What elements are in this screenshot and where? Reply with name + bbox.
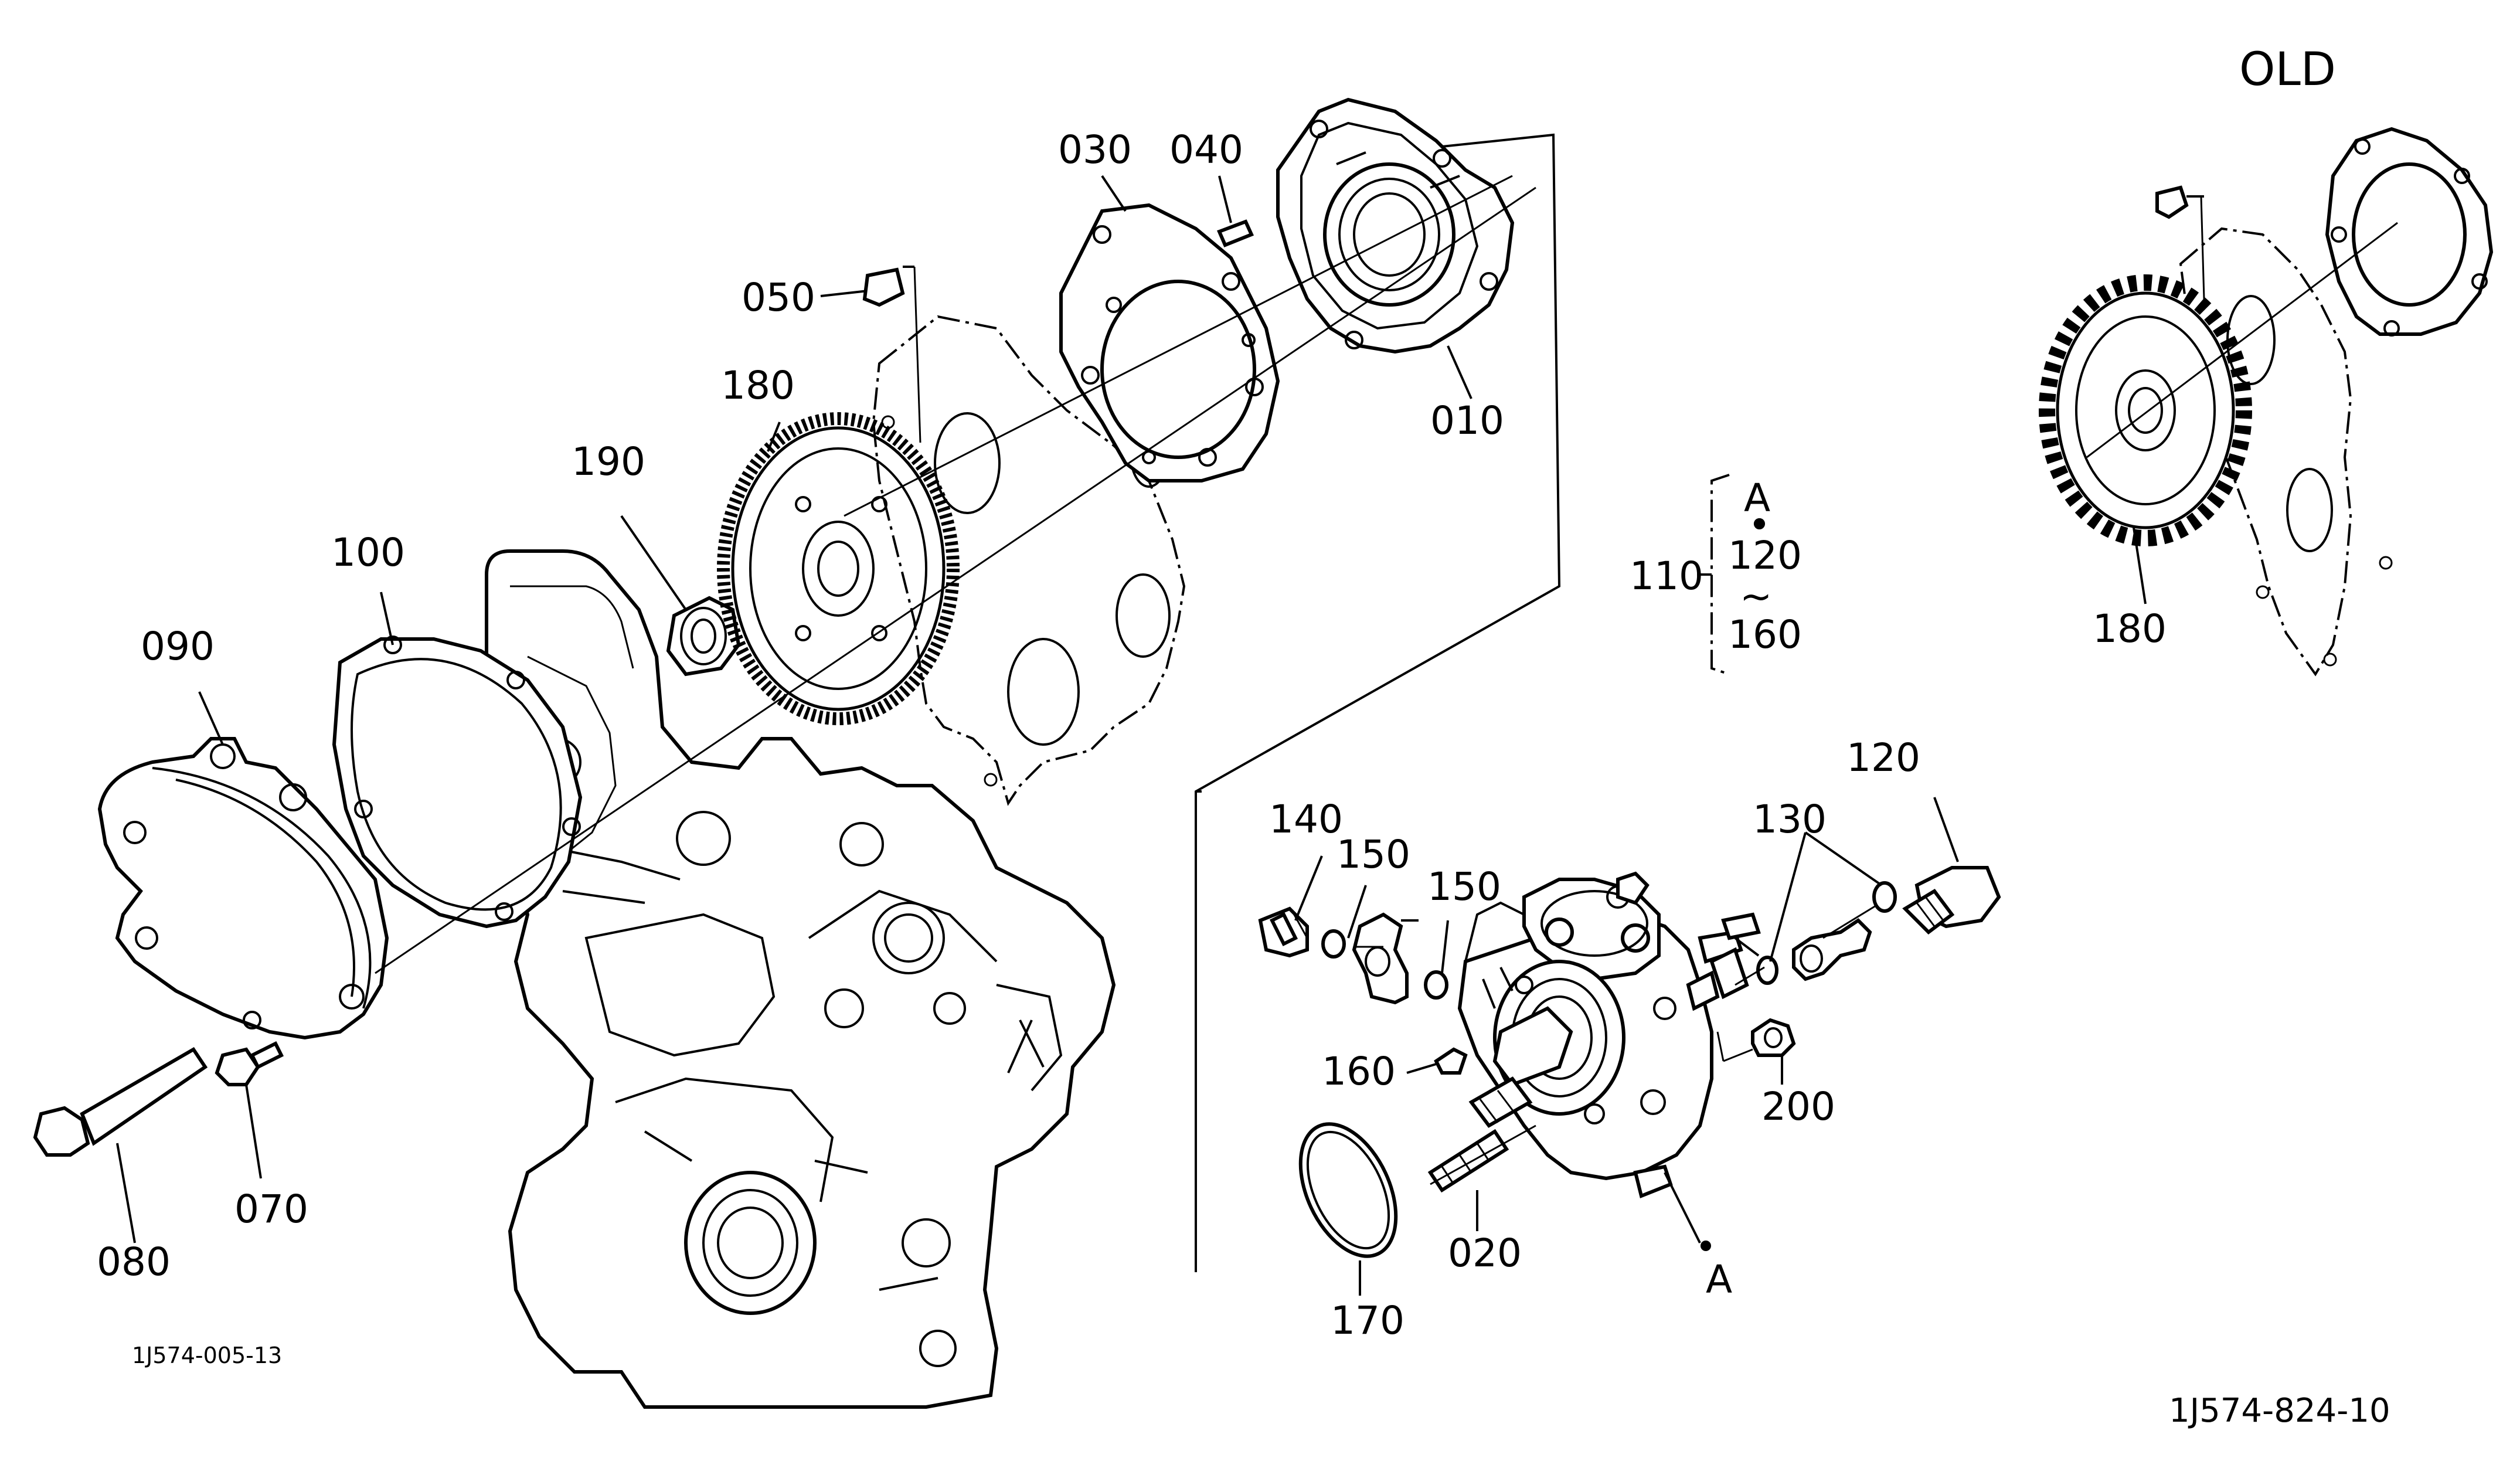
nut-200 <box>1716 1018 1796 1062</box>
nut-190 <box>666 596 741 677</box>
label-130: 130 <box>1753 797 1827 842</box>
fuel-pipe <box>1352 912 1419 1005</box>
plate-030 <box>1059 203 1280 482</box>
bracket-bottom: 160 <box>1728 612 1802 657</box>
bracket-dot: • <box>1748 502 1771 548</box>
label-020: 020 <box>1448 1231 1522 1276</box>
o-ring-170 <box>1298 1122 1398 1258</box>
label-170: 170 <box>1331 1298 1404 1343</box>
bracket-mid: 120 <box>1728 533 1802 578</box>
drawing-id-right: 1J574-824-10 <box>2169 1392 2390 1430</box>
labels: OLD 030 040 050 010 180 190 100 090 070 … <box>97 43 2390 1430</box>
bolt-120 <box>1902 866 2001 935</box>
gasket-100 <box>332 636 583 929</box>
assembly-frame <box>1195 133 1561 1272</box>
label-090: 090 <box>141 624 215 669</box>
label-100: 100 <box>331 530 405 575</box>
label-160: 160 <box>1322 1049 1396 1094</box>
bracket-tilde: ~ <box>1740 574 1772 619</box>
center-lines-top <box>375 175 1536 974</box>
center-lines-pump <box>1354 905 1876 1185</box>
cover-090 <box>97 737 389 1040</box>
label-110: 110 <box>1630 553 1703 599</box>
reference-a: A <box>1706 1257 1732 1302</box>
timing-gear-case <box>485 549 1116 1409</box>
housing-010 <box>1276 97 1515 354</box>
banjo-bolt-140 <box>1258 906 1309 958</box>
label-150b: 150 <box>1427 864 1501 909</box>
bolt-050 <box>820 266 921 443</box>
bracket-top: A <box>1744 475 1770 521</box>
leader-lines <box>116 175 2147 1296</box>
label-180: 180 <box>721 363 795 408</box>
label-190: 190 <box>572 439 645 484</box>
label-010: 010 <box>1430 398 1504 443</box>
label-080: 080 <box>97 1239 171 1284</box>
old-header: OLD <box>2239 43 2336 96</box>
reference-dot <box>1701 1241 1711 1251</box>
label-180-old: 180 <box>2093 606 2167 651</box>
fuel-pump <box>1457 871 1761 1199</box>
pin-040 <box>1216 219 1254 247</box>
stud-020 <box>1427 1129 1509 1193</box>
label-150a: 150 <box>1336 832 1410 877</box>
label-030: 030 <box>1058 127 1132 172</box>
label-070: 070 <box>234 1187 308 1232</box>
bolt-070 <box>215 1041 284 1086</box>
drawing-id-left: 1J574-005-13 <box>132 1343 282 1368</box>
label-140: 140 <box>1269 797 1343 842</box>
washer-150b <box>1424 970 1448 1000</box>
old-view <box>2039 127 2494 677</box>
washer-150a <box>1321 929 1346 959</box>
label-040: 040 <box>1169 127 1243 172</box>
key-160 <box>1434 1047 1468 1075</box>
fitting-130 <box>1792 918 1872 981</box>
gear-180 <box>717 412 960 725</box>
label-120: 120 <box>1846 735 1920 780</box>
label-050: 050 <box>742 275 815 320</box>
label-200: 200 <box>1761 1084 1835 1129</box>
bolt-080 <box>33 1046 208 1157</box>
washer-130a <box>1872 881 1897 913</box>
bracket-110 <box>1697 474 1730 675</box>
